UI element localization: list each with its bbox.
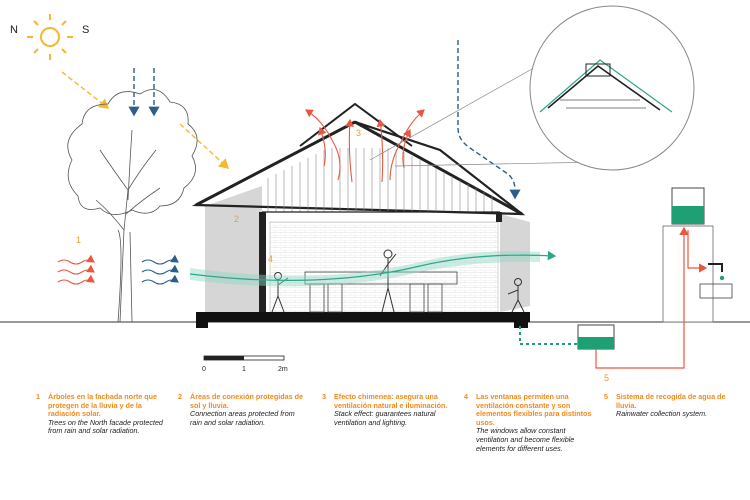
legend-item-5: 5 Sistema de recogida de agua de lluvia.… bbox=[604, 392, 734, 419]
legend-number: 5 bbox=[604, 392, 608, 401]
building-section bbox=[191, 102, 530, 328]
legend-item-2: 2 Áreas de conexión protegidas de sol y … bbox=[178, 392, 308, 427]
tree-illustration bbox=[67, 89, 198, 323]
scale-tick-1: 1 bbox=[242, 366, 246, 373]
legend-number: 4 bbox=[464, 392, 468, 401]
legend-text-en: Trees on the North facade protected from… bbox=[48, 417, 163, 436]
label-5: 5 bbox=[604, 373, 609, 383]
legend-item-3: 3 Efecto chimenea: asegura una ventilaci… bbox=[322, 392, 452, 427]
legend-text-es: Sistema de recogida de agua de lluvia. bbox=[616, 392, 726, 410]
cross-ventilation-arrow bbox=[189, 250, 557, 287]
stack-effect-arrows bbox=[305, 109, 425, 183]
label-1: 1 bbox=[76, 235, 81, 245]
legend-text-es: Áreas de conexión protegidas de sol y ll… bbox=[190, 392, 304, 410]
compass-south: S bbox=[82, 24, 89, 36]
hot-air-arrows-left bbox=[57, 254, 95, 285]
label-4: 4 bbox=[268, 254, 273, 264]
sun-icon bbox=[27, 14, 73, 60]
scale-bar: 0 1 2m bbox=[202, 355, 288, 373]
scale-tick-0: 0 bbox=[202, 366, 206, 373]
legend-number: 3 bbox=[322, 392, 326, 401]
rain-arrows bbox=[128, 40, 521, 200]
label-3: 3 bbox=[356, 128, 361, 138]
legend-text-es: Las ventanas permiten una ventilación co… bbox=[476, 392, 592, 427]
legend-number: 1 bbox=[36, 392, 40, 401]
cool-air-arrows bbox=[141, 254, 179, 285]
legend-text-en: Stack effect: guarantees natural ventila… bbox=[334, 409, 436, 427]
roof-detail-callout bbox=[369, 5, 695, 171]
legend-text-es: Efecto chimenea: asegura una ventilación… bbox=[334, 392, 448, 410]
legend-text-es: Árboles en la fachada norte que protegen… bbox=[48, 392, 158, 419]
legend-text-en: Rainwater collection system. bbox=[616, 409, 708, 419]
rainwater-system bbox=[519, 187, 733, 369]
solar-radiation-arrows bbox=[61, 71, 230, 169]
legend-number: 2 bbox=[178, 392, 182, 401]
label-2: 2 bbox=[234, 214, 239, 224]
legend-item-4: 4 Las ventanas permiten una ventilación … bbox=[464, 392, 594, 453]
legend-text-en: The windows allow constant ventilation a… bbox=[476, 426, 575, 453]
legend-text-en: Connection areas protected from rain and… bbox=[190, 409, 295, 427]
compass-north: N bbox=[10, 24, 18, 36]
scale-tick-2: 2m bbox=[278, 366, 288, 373]
legend-item-1: 1 Árboles en la fachada norte que proteg… bbox=[36, 392, 166, 436]
